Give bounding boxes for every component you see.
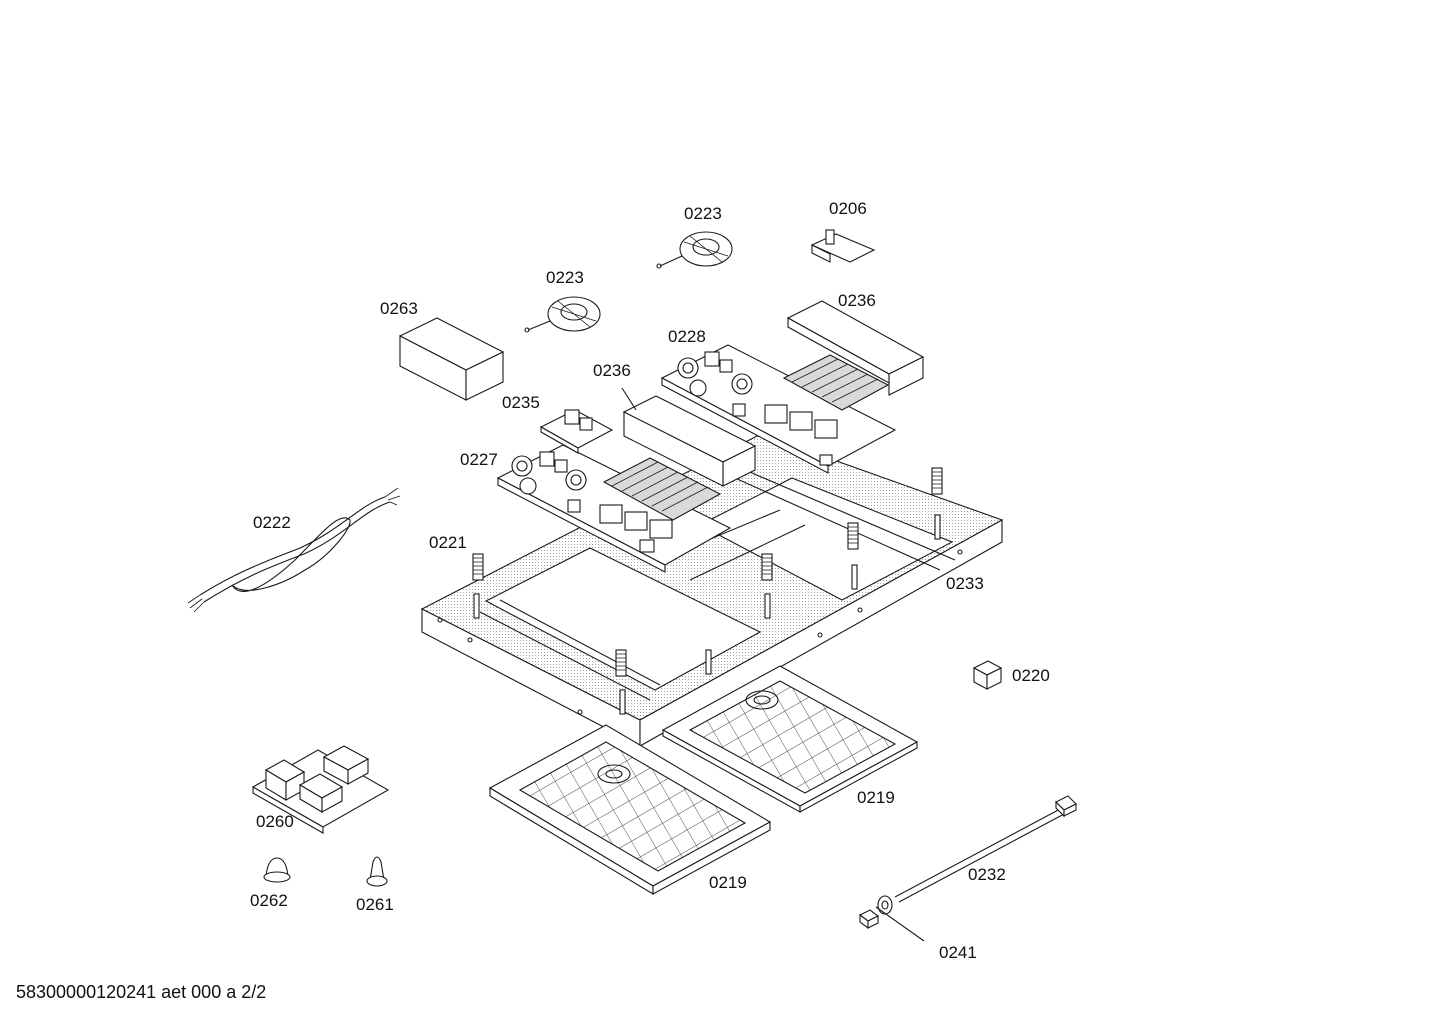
rod-0232 [894,795,1077,903]
label-0219-left: 0219 [709,873,747,892]
label-0241: 0241 [939,943,977,962]
label-0235: 0235 [502,393,540,412]
label-0228: 0228 [668,327,706,346]
label-0261: 0261 [356,895,394,914]
drawing-reference-footer: 58300000120241 aet 000 a 2/2 [16,982,266,1002]
cover-0236-left [622,395,757,487]
plug-0261 [366,856,388,887]
bushing-0241 [858,895,893,930]
spring-set [472,467,943,677]
filter-board-0260 [251,745,390,834]
label-0263: 0263 [380,299,418,318]
cable-0222 [187,487,401,613]
label-0223-upper: 0223 [684,204,722,223]
plug-0262 [263,857,291,883]
label-0236-right: 0236 [838,291,876,310]
box-0263 [398,317,505,401]
fan-0223-lower [524,296,601,333]
label-0236-left: 0236 [593,361,631,380]
label-0262: 0262 [250,891,288,910]
label-0219-right: 0219 [857,788,895,807]
pcb-module-0227 [496,444,732,573]
label-0221: 0221 [429,533,467,552]
leader-lines [621,387,925,942]
label-0232: 0232 [968,865,1006,884]
connector-0220 [972,660,1003,690]
label-0223-lower: 0223 [546,268,584,287]
bracket-0206 [810,229,876,263]
peg [473,514,941,715]
label-0260: 0260 [256,812,294,831]
label-0227: 0227 [460,450,498,469]
label-0206: 0206 [829,199,867,218]
label-0222: 0222 [253,513,291,532]
cover-0236-right [786,300,925,396]
pcb-module-0228 [660,344,897,474]
label-0220: 0220 [1012,666,1050,685]
fan-0223-upper [656,231,733,269]
housing-0219-left [488,724,772,895]
housing-0219-right [661,665,919,813]
main-frame [420,433,1004,747]
label-0233: 0233 [946,574,984,593]
pcb-small-0235 [539,409,614,454]
